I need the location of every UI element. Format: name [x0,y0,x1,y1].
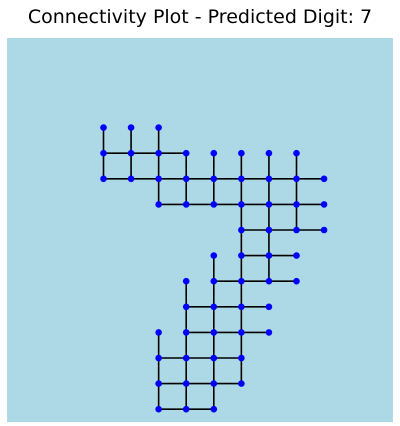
node-51 [210,354,218,362]
node-20 [155,201,162,208]
node-43 [265,303,273,311]
node-19 [320,175,328,183]
node-36 [210,277,218,285]
node-42 [238,303,245,311]
node-6 [182,149,190,157]
node-41 [210,303,218,311]
node-30 [320,226,328,234]
node-55 [210,380,218,387]
node-29 [293,226,300,234]
node-39 [293,277,300,285]
node-49 [155,354,162,362]
node-24 [265,201,273,208]
node-35 [182,277,190,285]
node-3 [100,149,107,157]
node-52 [238,354,245,362]
node-26 [320,201,328,208]
node-13 [155,175,162,183]
chart-title: Connectivity Plot - Predicted Digit: 7 [27,6,373,28]
node-9 [265,149,273,157]
node-17 [265,175,273,183]
node-31 [210,252,218,259]
node-38 [265,277,273,285]
node-34 [293,252,300,259]
node-40 [182,303,190,311]
node-32 [238,252,245,259]
node-21 [182,201,190,208]
node-10 [293,149,300,157]
node-28 [265,226,273,234]
node-18 [293,175,300,183]
node-44 [155,329,162,336]
node-33 [265,252,273,259]
node-15 [210,175,218,183]
node-14 [182,175,190,183]
node-57 [155,405,162,413]
nodes-layer [100,124,328,413]
node-11 [100,175,107,183]
node-0 [100,124,107,131]
node-50 [182,354,190,362]
node-46 [210,329,218,336]
node-12 [127,175,135,183]
node-37 [238,277,245,285]
node-16 [238,175,245,183]
node-48 [265,329,273,336]
node-54 [182,380,190,387]
node-27 [238,226,245,234]
node-53 [155,380,162,387]
edges-layer [102,127,325,411]
node-59 [210,405,218,413]
node-1 [127,124,135,131]
node-56 [238,380,245,387]
node-47 [238,329,245,336]
node-2 [155,124,162,131]
plot-area [7,38,393,422]
node-45 [182,329,190,336]
node-4 [127,149,135,157]
node-25 [293,201,300,208]
node-8 [238,149,245,157]
node-58 [182,405,190,413]
node-5 [155,149,162,157]
node-23 [238,201,245,208]
node-7 [210,149,218,157]
node-22 [210,201,218,208]
